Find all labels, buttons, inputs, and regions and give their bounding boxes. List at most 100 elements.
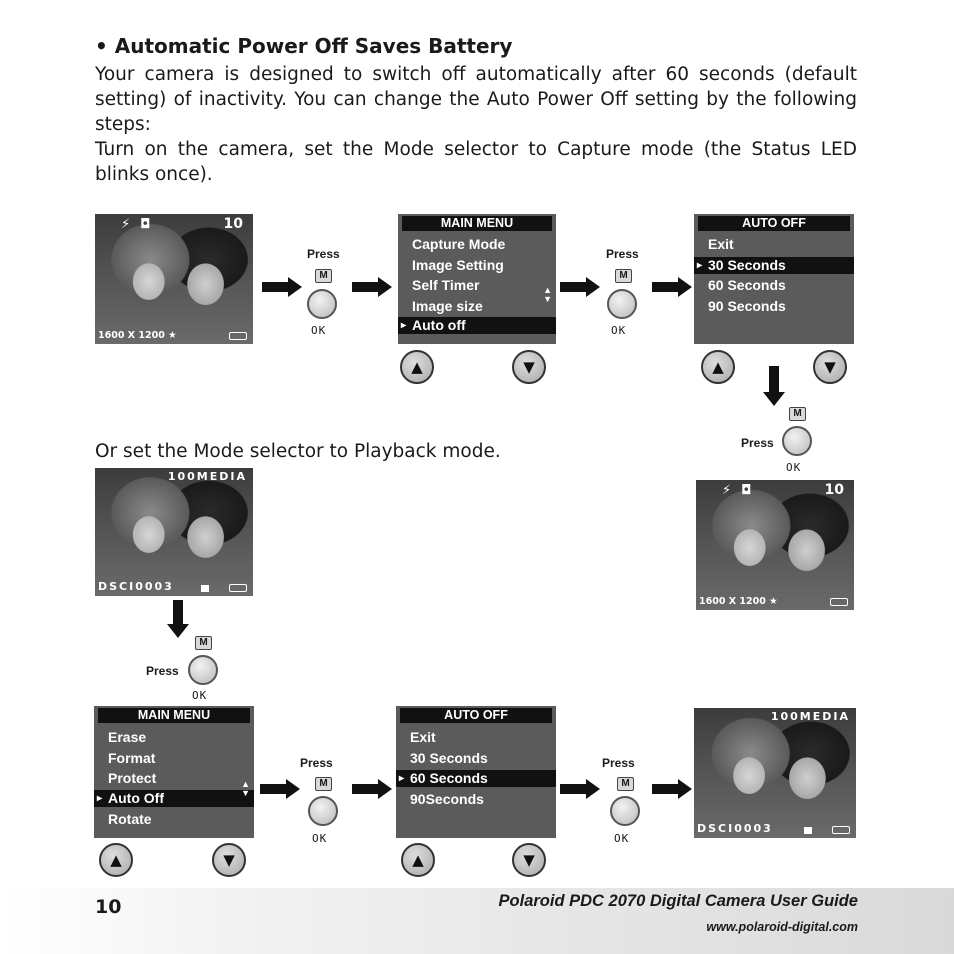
up-button[interactable]: ▲ <box>99 843 133 877</box>
playback-preview-screen: 100MEDIA DSCI0003 <box>95 468 253 596</box>
menu-item[interactable]: Image Setting <box>412 257 504 273</box>
resolution-label: 1600 X 1200 ★ <box>699 596 778 607</box>
folder-label: 100MEDIA <box>770 710 850 723</box>
press-label: Press <box>602 756 635 770</box>
menu-item[interactable]: 60 Seconds <box>708 277 786 293</box>
ok-label: OK <box>312 832 328 845</box>
up-arrow-icon: ▲ <box>412 851 424 869</box>
menu-m-key[interactable]: M <box>315 269 332 283</box>
shots-remaining: 10 <box>223 216 243 232</box>
up-arrow-icon: ▲ <box>712 358 724 376</box>
playback-main-menu: MAIN MENU Erase Format Protect Auto Off … <box>94 706 254 838</box>
filename-label: DSCI0003 <box>697 822 773 835</box>
shots-remaining: 10 <box>824 482 844 498</box>
flash-camera-icon: ⚡ ◘ <box>121 217 154 232</box>
menu-m-key[interactable]: M <box>195 636 212 650</box>
up-button[interactable]: ▲ <box>701 350 735 384</box>
step1-paragraph: Turn on the camera, set the Mode selecto… <box>95 139 857 185</box>
press-label: Press <box>146 664 179 678</box>
down-button[interactable]: ▼ <box>813 350 847 384</box>
menu-item[interactable]: Capture Mode <box>412 236 506 252</box>
battery-icon <box>229 584 247 592</box>
menu-item[interactable]: Exit <box>410 729 436 745</box>
playback-preview-screen: 100MEDIA DSCI0003 <box>694 708 856 838</box>
resolution-label: 1600 X 1200 ★ <box>98 330 177 341</box>
down-arrow-icon <box>763 366 785 406</box>
down-button[interactable]: ▼ <box>512 350 546 384</box>
scroll-updown-icon: ▲▼ <box>543 285 552 304</box>
menu-item[interactable]: Rotate <box>108 811 152 827</box>
lock-icon <box>201 585 209 592</box>
menu-title: MAIN MENU <box>402 216 552 231</box>
step2-paragraph: Or set the Mode selector to Playback mod… <box>95 441 501 462</box>
ok-label: OK <box>192 689 208 702</box>
down-arrow-icon: ▼ <box>223 851 235 869</box>
right-arrow-icon <box>352 277 392 297</box>
menu-m-key[interactable]: M <box>789 407 806 421</box>
guide-title: Polaroid PDC 2070 Digital Camera User Gu… <box>498 892 858 910</box>
menu-item[interactable]: Image size <box>412 298 483 314</box>
battery-icon <box>229 332 247 340</box>
folder-label: 100MEDIA <box>167 470 247 483</box>
up-arrow-icon: ▲ <box>110 851 122 869</box>
ok-button[interactable] <box>782 426 812 456</box>
ok-button[interactable] <box>307 289 337 319</box>
down-button[interactable]: ▼ <box>512 843 546 877</box>
menu-item-selected[interactable]: 30 Seconds <box>694 257 854 274</box>
page-number: 10 <box>95 896 122 918</box>
menu-item[interactable]: 30 Seconds <box>410 750 488 766</box>
flash-camera-icon: ⚡ ◘ <box>722 483 755 498</box>
up-button[interactable]: ▲ <box>401 843 435 877</box>
section-heading: • Automatic Power Off Saves Battery <box>95 34 513 58</box>
menu-item[interactable]: Erase <box>108 729 147 745</box>
ok-label: OK <box>786 461 802 474</box>
right-arrow-icon <box>262 277 302 297</box>
capture-preview-screen: ⚡ ◘ 10 1600 X 1200 ★ <box>696 480 854 610</box>
menu-m-key[interactable]: M <box>615 269 632 283</box>
ok-button[interactable] <box>188 655 218 685</box>
down-arrow-icon: ▼ <box>523 851 535 869</box>
lock-icon <box>804 827 812 834</box>
ok-label: OK <box>611 324 627 337</box>
capture-auto-off-menu: AUTO OFF Exit 30 Seconds 60 Seconds 90 S… <box>694 214 854 344</box>
down-button[interactable]: ▼ <box>212 843 246 877</box>
right-arrow-icon <box>652 277 692 297</box>
menu-item-selected[interactable]: 60 Seconds <box>396 770 556 787</box>
menu-item-selected[interactable]: Auto off <box>398 317 556 334</box>
ok-button[interactable] <box>607 289 637 319</box>
capture-main-menu: MAIN MENU Capture Mode Image Setting Sel… <box>398 214 556 344</box>
down-arrow-icon: ▼ <box>523 358 535 376</box>
up-arrow-icon: ▲ <box>411 358 423 376</box>
press-label: Press <box>741 436 774 450</box>
playback-auto-off-menu: AUTO OFF Exit 30 Seconds 60 Seconds 90Se… <box>396 706 556 838</box>
menu-m-key[interactable]: M <box>315 777 332 791</box>
filename-label: DSCI0003 <box>98 580 174 593</box>
menu-item-selected[interactable]: Auto Off <box>94 790 254 807</box>
scroll-updown-icon: ▲▼ <box>241 779 250 798</box>
ok-button[interactable] <box>610 796 640 826</box>
press-label: Press <box>606 247 639 261</box>
menu-title: AUTO OFF <box>698 216 850 231</box>
menu-item[interactable]: Protect <box>108 770 157 786</box>
intro-paragraph: Your camera is designed to switch off au… <box>95 64 857 135</box>
website-url: www.polaroid-digital.com <box>706 920 858 934</box>
ok-button[interactable] <box>308 796 338 826</box>
capture-preview-screen: ⚡ ◘ 10 1600 X 1200 ★ <box>95 214 253 344</box>
battery-icon <box>830 598 848 606</box>
right-arrow-icon <box>260 779 300 799</box>
ok-label: OK <box>614 832 630 845</box>
menu-m-key[interactable]: M <box>617 777 634 791</box>
menu-item[interactable]: 90Seconds <box>410 791 484 807</box>
down-arrow-icon: ▼ <box>824 358 836 376</box>
right-arrow-icon <box>352 779 392 799</box>
press-label: Press <box>300 756 333 770</box>
right-arrow-icon <box>560 277 600 297</box>
menu-item[interactable]: Exit <box>708 236 734 252</box>
menu-title: AUTO OFF <box>400 708 552 723</box>
menu-item[interactable]: Self Timer <box>412 277 480 293</box>
right-arrow-icon <box>652 779 692 799</box>
menu-item[interactable]: Format <box>108 750 156 766</box>
footer-band <box>0 888 954 954</box>
menu-item[interactable]: 90 Seconds <box>708 298 786 314</box>
up-button[interactable]: ▲ <box>400 350 434 384</box>
